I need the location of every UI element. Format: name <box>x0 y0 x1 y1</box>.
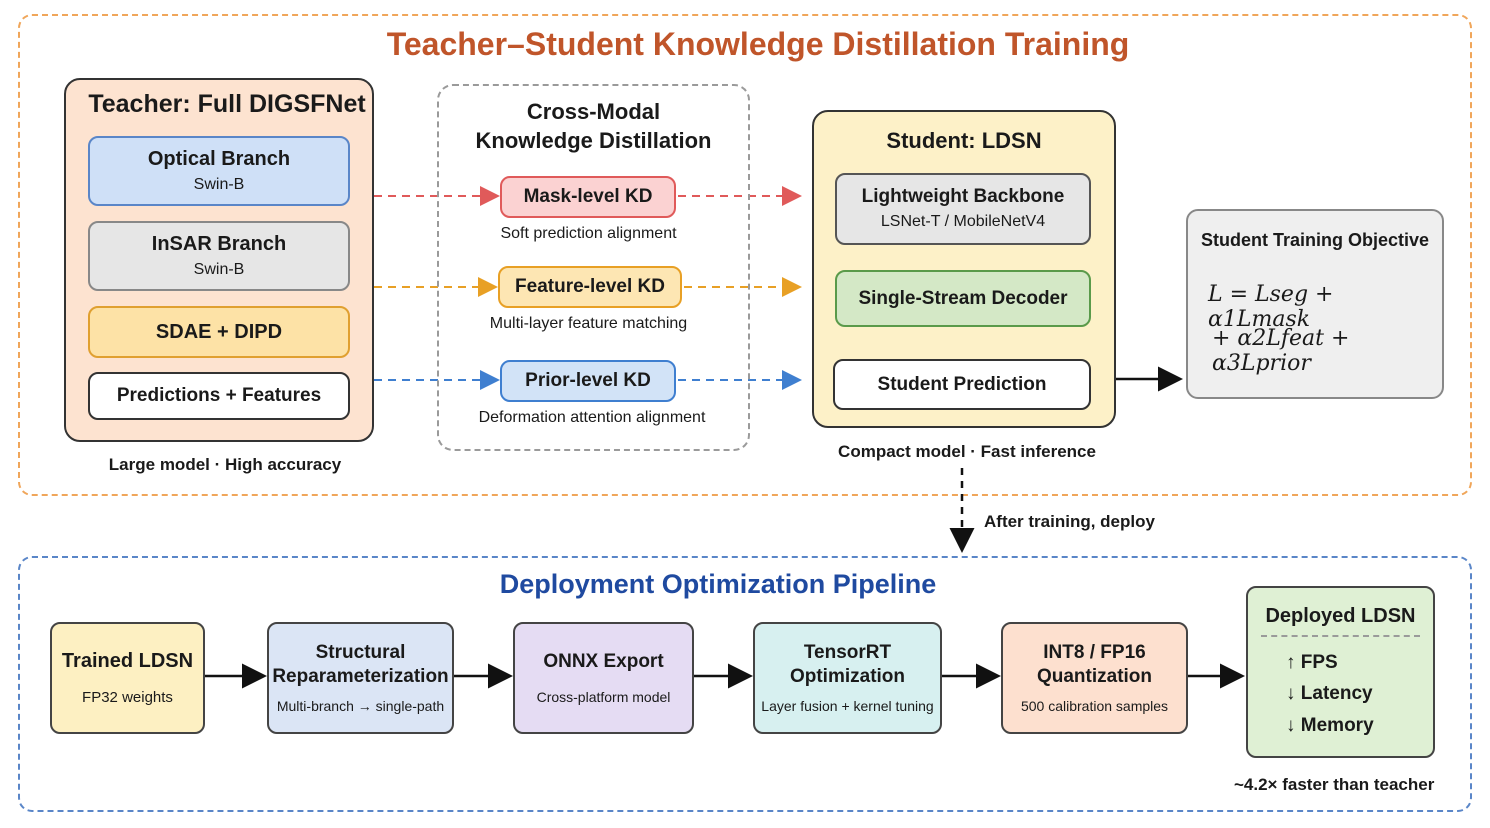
student-backbone-label: Lightweight Backbone <box>861 186 1065 208</box>
training-title: Teacher–Student Knowledge Distillation T… <box>386 26 1130 62</box>
pipeline-step-reparam: Structural Reparameterization Multi-bran… <box>267 622 454 734</box>
objective-formula-line1: L = Lseg + α1Lmask <box>1208 282 1334 332</box>
pipeline-step-trained: Trained LDSN FP32 weights <box>50 622 205 734</box>
training-panel <box>18 14 1472 496</box>
teacher-caption: Large model · High accuracy <box>108 455 342 474</box>
student-prediction-label: Student Prediction <box>877 373 1047 395</box>
deployed-metrics: ↑ FPS ↓ Latency ↓ Memory <box>1248 647 1433 741</box>
pipeline-step-quantization: INT8 / FP16 Quantization 500 calibration… <box>1001 622 1188 734</box>
student-backbone-options: LSNet-T / MobileNetV4 <box>880 212 1046 230</box>
metric-fps: ↑ FPS <box>1286 652 1338 673</box>
fusion-label: SDAE + DIPD <box>155 320 283 343</box>
mask-kd-box: Mask-level KD <box>500 176 676 218</box>
reparam-desc: Multi-branch → single-path <box>276 697 445 714</box>
insar-branch-box: InSAR Branch Swin-B <box>88 221 350 291</box>
kd-title-line2: Knowledge Distillation <box>475 127 712 153</box>
deploy-transition-label: After training, deploy <box>984 512 1155 531</box>
pipeline-step-tensorrt: TensorRT Optimization Layer fusion + ker… <box>753 622 942 734</box>
mask-kd-desc: Soft prediction alignment <box>500 225 677 242</box>
reparam-label-line2: Reparameterization <box>272 665 449 687</box>
quantization-desc: 500 calibration samples <box>1020 697 1169 714</box>
insar-branch-backbone: Swin-B <box>193 260 245 278</box>
tensorrt-desc: Layer fusion + kernel tuning <box>761 697 934 714</box>
feature-kd-box: Feature-level KD <box>498 266 682 308</box>
prior-kd-box: Prior-level KD <box>500 360 676 402</box>
deployed-ldsn-box: Deployed LDSN ↑ FPS ↓ Latency ↓ Memory <box>1246 586 1435 758</box>
optical-branch-box: Optical Branch Swin-B <box>88 136 350 206</box>
kd-title-line1: Cross-Modal <box>526 99 661 124</box>
deployment-panel <box>18 556 1472 812</box>
teacher-outputs-box: Predictions + Features <box>88 372 350 420</box>
onnx-desc: Cross-platform model <box>536 688 671 705</box>
kd-title: Cross-Modal Knowledge Distillation <box>437 98 750 155</box>
deployed-ldsn-title: Deployed LDSN <box>1265 605 1416 627</box>
tensorrt-label-line2: Optimization <box>789 665 906 687</box>
onnx-label: ONNX Export <box>543 651 664 673</box>
feature-kd-desc: Multi-layer feature matching <box>489 315 688 332</box>
trained-ldsn-label: Trained LDSN <box>61 649 194 672</box>
kd-container <box>437 84 750 451</box>
reparam-label-line1: Structural <box>315 642 406 664</box>
student-prediction-box: Student Prediction <box>833 359 1091 410</box>
objective-formula-line2: + α2Lfeat + α3Lprior <box>1212 326 1350 376</box>
metric-latency: ↓ Latency <box>1286 683 1373 705</box>
quantization-label-line2: Quantization <box>1036 665 1153 687</box>
feature-kd-label: Feature-level KD <box>515 276 665 298</box>
speedup-caption: ~4.2× faster than teacher <box>1234 775 1435 794</box>
quantization-label-line1: INT8 / FP16 <box>1043 642 1146 664</box>
objective-box <box>1186 209 1444 399</box>
teacher-title: Teacher: Full DIGSFNet <box>88 90 366 118</box>
objective-title: Student Training Objective <box>1200 230 1430 250</box>
student-backbone-box: Lightweight Backbone LSNet-T / MobileNet… <box>835 173 1091 245</box>
optical-branch-label: Optical Branch <box>147 147 291 170</box>
metric-memory: ↓ Memory <box>1286 714 1374 736</box>
trained-ldsn-desc: FP32 weights <box>82 688 173 706</box>
tensorrt-label-line1: TensorRT <box>803 642 892 664</box>
optical-branch-backbone: Swin-B <box>193 175 245 193</box>
pipeline-step-onnx: ONNX Export Cross-platform model <box>513 622 694 734</box>
deployed-divider <box>1260 635 1421 637</box>
insar-branch-label: InSAR Branch <box>151 232 287 255</box>
student-caption: Compact model · Fast inference <box>838 442 1096 461</box>
student-title: Student: LDSN <box>886 128 1042 153</box>
teacher-outputs-label: Predictions + Features <box>116 385 322 407</box>
mask-kd-label: Mask-level KD <box>523 186 653 208</box>
student-decoder-label: Single-Stream Decoder <box>858 287 1068 309</box>
fusion-box: SDAE + DIPD <box>88 306 350 358</box>
deployment-title: Deployment Optimization Pipeline <box>499 569 937 599</box>
prior-kd-label: Prior-level KD <box>525 370 651 392</box>
student-decoder-box: Single-Stream Decoder <box>835 270 1091 327</box>
prior-kd-desc: Deformation attention alignment <box>478 409 706 426</box>
